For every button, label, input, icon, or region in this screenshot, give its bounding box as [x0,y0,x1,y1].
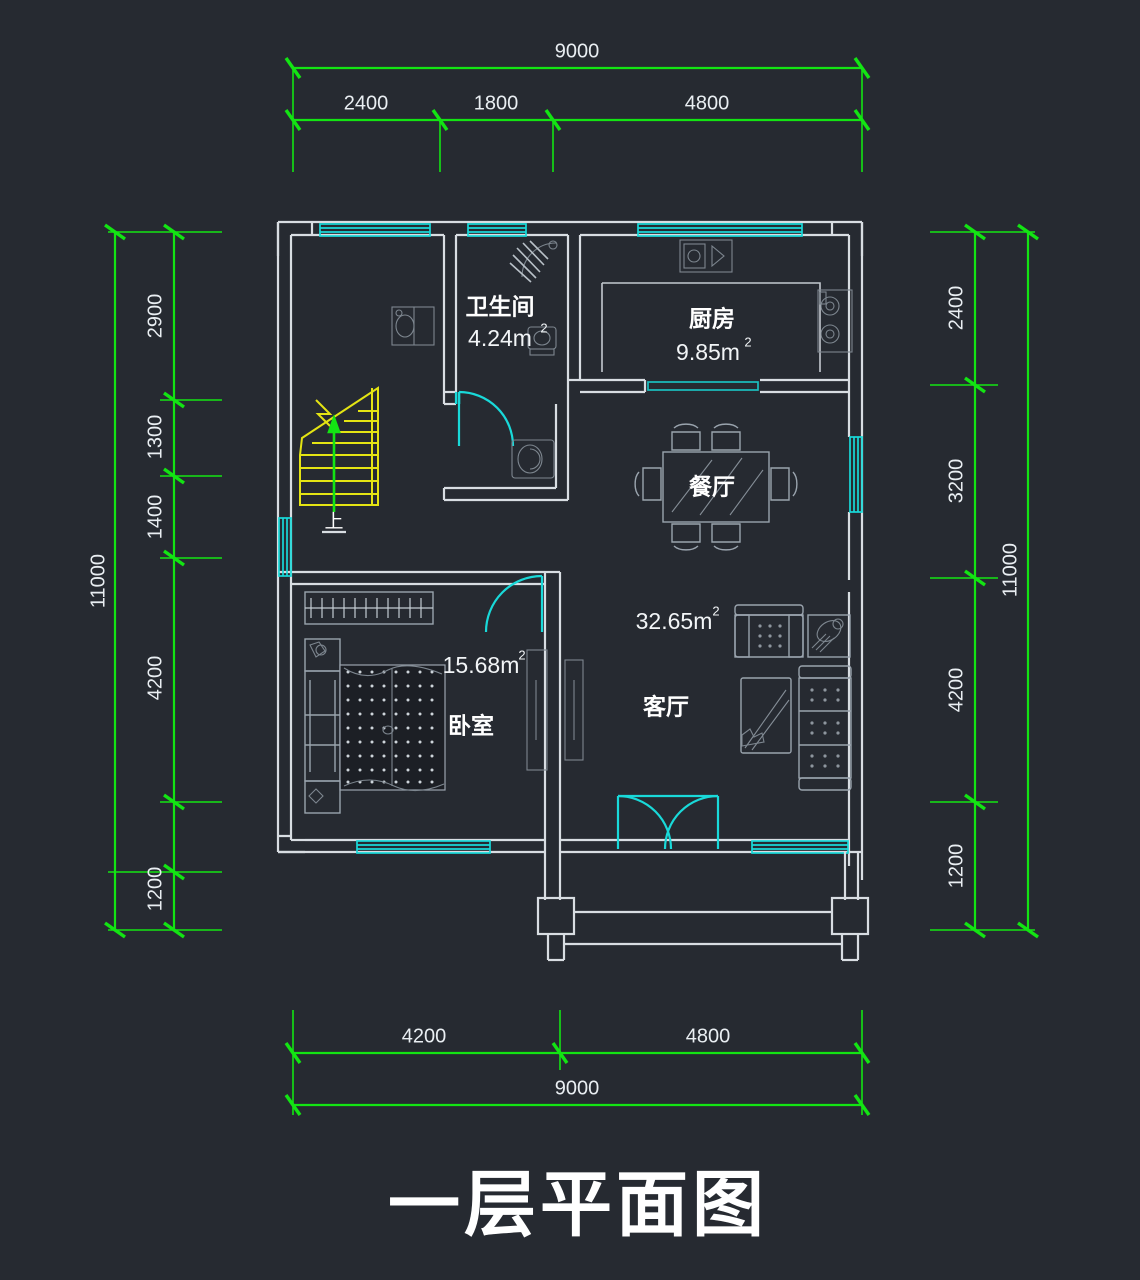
window-right-dining [849,436,863,513]
dim-bottom-seg-1: 4200 [402,1025,447,1047]
label-bedroom-area-sup: 2 [518,647,525,662]
stove-icon [817,289,853,353]
window-kitchen-pass [647,381,759,391]
kitchen-fixtures [679,239,853,353]
bedroom-furniture [304,591,446,814]
dim-top-seg-1: 2400 [344,92,389,114]
doors [454,390,720,850]
dining-chair [634,467,662,501]
loveseat-icon [734,604,804,658]
dim-right-overall: 11000 [999,543,1021,597]
door-bedroom [484,574,544,633]
dim-right-seg-4: 1200 [945,844,967,889]
dim-top-overall: 9000 [555,40,600,62]
top-dimension-chain: 9000 2400 1800 4800 [284,40,871,172]
staircase: 上 [299,386,379,534]
washbasin-icon [391,306,435,346]
dining-chair [711,523,741,551]
dim-right-seg-2: 3200 [945,459,967,504]
dim-bottom-seg-2: 4800 [686,1025,731,1047]
window-bottom-bedroom [356,840,491,854]
dining-chair [711,423,741,451]
dim-top-seg-3: 4800 [685,92,730,114]
dim-right-seg-1: 2400 [945,286,967,331]
nightstand-top-icon [304,638,341,672]
drawing-title: 一层平面图 [388,1163,768,1247]
room-labels: 卫生间 4.24m 2 厨房 9.85m 2 餐厅 32.65m 2 客厅 15… [443,295,752,740]
dim-top-seg-2: 1800 [474,92,519,114]
dining-chair [671,423,701,451]
label-living-area-sup: 2 [712,603,719,618]
entrance-porch [536,852,870,962]
label-kitchen-name: 厨房 [689,306,735,333]
living-room-furniture [526,604,852,791]
dining-furniture [634,423,798,551]
label-bedroom-name: 卧室 [448,713,494,740]
dim-left-seg-5: 1200 [144,867,166,912]
label-bathroom-area-sup: 2 [540,320,547,335]
tv-cabinet-icon [526,649,584,771]
label-bedroom-area: 15.68m [443,652,520,678]
side-table-plant-icon [807,614,851,658]
dining-chair [770,467,798,501]
kitchen-sink-icon [679,239,733,273]
floor-plan-walls [276,220,864,880]
bathroom-fixtures [391,240,558,479]
floor-drain-icon [511,439,555,479]
dim-left-seg-2: 1300 [144,415,166,460]
window-top-1 [319,223,431,237]
window-left-hall [278,517,292,577]
label-bathroom-name: 卫生间 [466,295,535,321]
window-bottom-living [751,840,849,854]
dim-bottom-overall: 9000 [555,1077,600,1099]
label-kitchen-area-sup: 2 [744,334,751,349]
right-dimension-chain: 2400 3200 4200 1200 11000 [930,223,1039,939]
window-top-3 [637,223,803,237]
dining-chair [671,523,701,551]
dim-left-seg-3: 1400 [144,495,166,540]
dim-left-overall: 11000 [87,554,109,608]
dim-right-seg-3: 4200 [945,668,967,713]
door-living-double [616,794,720,850]
label-living-area: 32.65m [636,608,713,634]
dim-left-seg-1: 2900 [144,294,166,339]
left-dimension-chain: 11000 2900 1300 1400 4200 1200 [87,223,222,939]
nightstand-bottom-icon [304,780,341,814]
label-living-name: 客厅 [643,694,689,721]
bottom-dimension-chain: 4200 4800 9000 [284,1010,871,1116]
label-dining-name: 餐厅 [689,475,735,501]
label-kitchen-area: 9.85m [676,339,740,365]
windows [278,223,863,854]
stair-up-label: 上 [324,511,343,533]
wardrobe-icon [304,591,434,625]
shower-icon [509,240,558,283]
sofa-icon [798,665,852,791]
window-top-2 [467,223,527,237]
coffee-table-icon [740,677,792,754]
door-bathroom [454,390,515,447]
dim-left-seg-4: 4200 [144,656,166,701]
label-bathroom-area: 4.24m [468,325,532,351]
bed-icon [304,664,446,792]
toilet-icon [527,326,557,356]
